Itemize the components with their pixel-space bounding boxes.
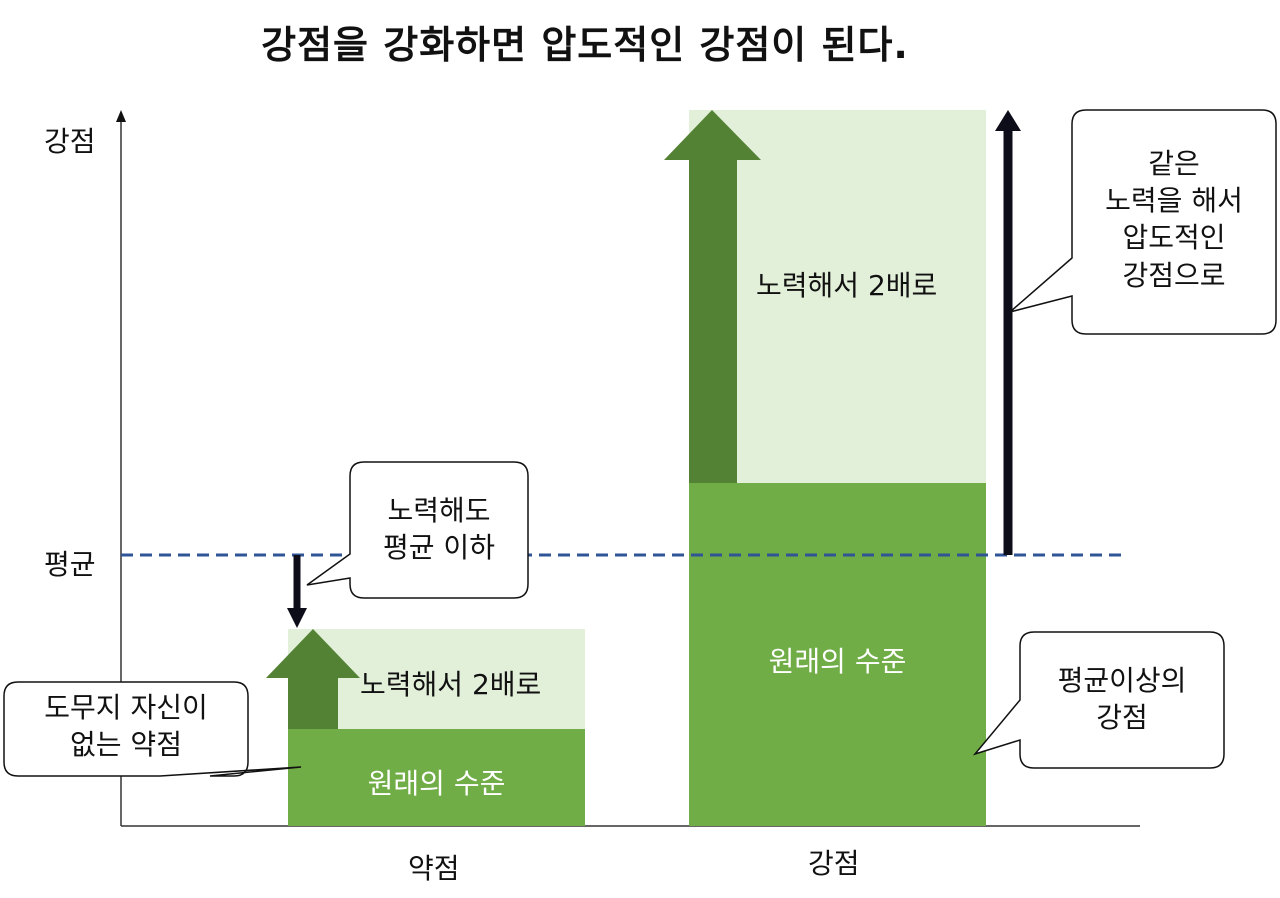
y-axis-arrowhead [116, 110, 126, 122]
strong-grow-area [689, 110, 986, 483]
callout-below-average-line: 평균 이하 [383, 531, 495, 565]
callout-above-average-text: 평균이상의 강점 [1020, 662, 1224, 736]
callout-above-average-line: 강점 [1096, 701, 1148, 735]
strong-grow-label: 노력해서 2배로 [756, 269, 938, 302]
below-average-arrow-head [287, 608, 307, 628]
callout-weak-item-bubble [3, 681, 302, 777]
callout-same-effort-line: 같은 [1148, 147, 1200, 180]
strong-base-label: 원래의 수준 [768, 645, 907, 678]
strong-gap-arrow-head [995, 110, 1021, 131]
callout-weak-item-line: 도무지 자신이 [44, 691, 208, 724]
callout-below-average-line: 노력해도 [387, 494, 491, 527]
weak-base-label: 원래의 수준 [367, 767, 506, 800]
callout-weak-item-text: 도무지 자신이 없는 약점 [4, 689, 248, 763]
weak-green-up-arrow [266, 629, 360, 729]
strong-green-up-arrow [664, 110, 761, 483]
callout-above-average-line: 평균이상의 [1057, 664, 1187, 697]
callout-same-effort-line: 노력을 해서 [1105, 184, 1243, 218]
callout-same-effort-text: 같은 노력을 해서 압도적인 강점으로 [1072, 145, 1276, 294]
callout-below-average-bubble [306, 461, 529, 599]
strong-base-bar [689, 483, 986, 826]
y-axis-average-label: 평균 [44, 548, 96, 581]
callout-below-average-text: 노력해도 평균 이하 [350, 492, 528, 566]
callout-same-effort-line: 강점으로 [1122, 258, 1226, 292]
x-axis-label-weak: 약점 [408, 852, 460, 885]
callout-same-effort-bubble [1009, 109, 1277, 335]
x-axis-label-strong: 강점 [808, 847, 860, 880]
weak-base-bar [288, 729, 585, 826]
callout-weak-item-line: 없는 약점 [70, 728, 182, 762]
callout-same-effort-line: 압도적인 [1122, 221, 1226, 255]
y-axis-top-label: 강점 [44, 125, 96, 158]
page-title: 강점을 강화하면 압도적인 강점이 된다. [261, 23, 909, 67]
weak-grow-label: 노력해서 2배로 [360, 668, 542, 701]
callout-above-average-bubble [972, 631, 1225, 769]
